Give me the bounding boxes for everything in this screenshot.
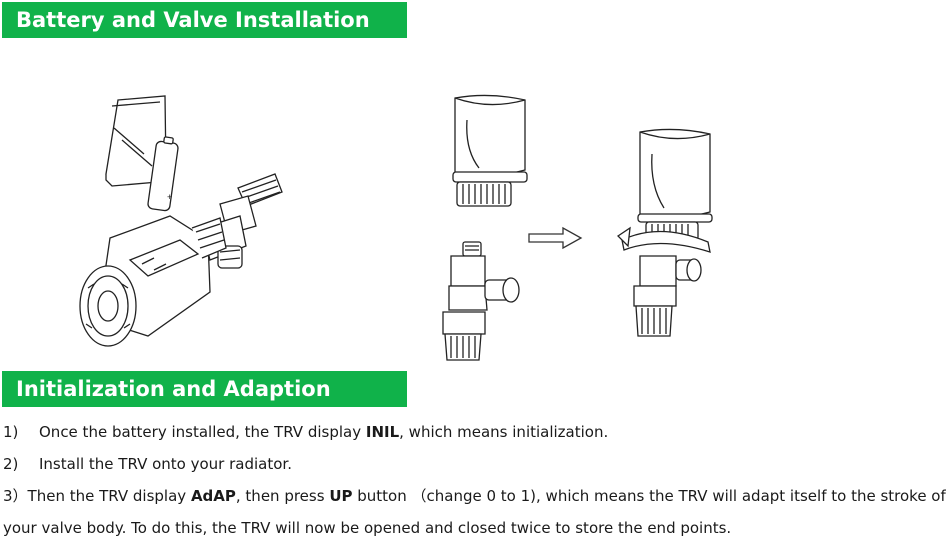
button-name-up: UP bbox=[329, 487, 353, 505]
step-number: 2) bbox=[3, 455, 19, 473]
section-title-battery-valve: Battery and Valve Installation bbox=[2, 2, 407, 38]
rotate-arrow-icon bbox=[616, 226, 711, 253]
display-code-adap: AdAP bbox=[190, 487, 236, 505]
step-3: 3）Then the TRV display AdAP, then press … bbox=[3, 487, 946, 505]
step-number: 3） bbox=[3, 487, 28, 505]
battery-plus-label: + bbox=[167, 192, 172, 202]
step-2: 2)Install the TRV onto your radiator. bbox=[3, 455, 292, 473]
trv-and-valve-separate-illustration bbox=[442, 94, 528, 361]
valve-icon bbox=[442, 241, 520, 361]
section-title-initialization: Initialization and Adaption bbox=[2, 371, 407, 407]
battery-installation-illustration: + bbox=[79, 95, 283, 347]
right-arrow-icon bbox=[528, 226, 583, 250]
valve-icon bbox=[633, 255, 702, 337]
step-1: 1)Once the battery installed, the TRV di… bbox=[3, 423, 609, 441]
step-3-continued: your valve body. To do this, the TRV wil… bbox=[3, 519, 732, 537]
battery-icon: + bbox=[147, 136, 179, 212]
trv-head-icon bbox=[637, 128, 713, 241]
display-code-inil: INIL bbox=[365, 423, 400, 441]
step-number: 1) bbox=[3, 423, 19, 441]
trv-head-icon bbox=[452, 94, 528, 207]
trv-body-icon bbox=[79, 215, 227, 347]
trv-installed-illustration bbox=[616, 128, 713, 337]
